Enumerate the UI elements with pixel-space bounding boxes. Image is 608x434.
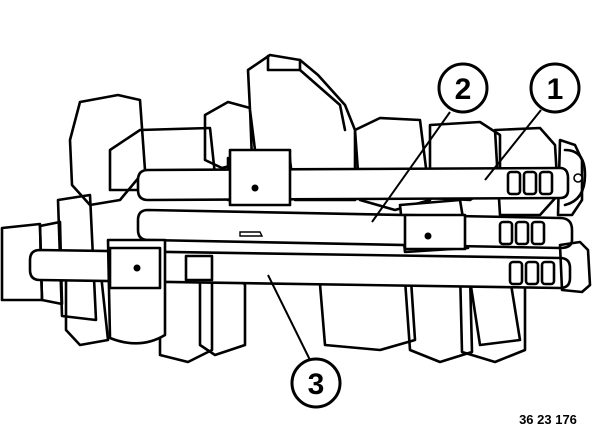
callout-2: 2 — [437, 62, 489, 114]
right-end-cap — [563, 148, 587, 207]
shift-rod-2 — [136, 208, 574, 251]
figure-code: 36 23 176 — [519, 412, 577, 427]
synchro-sleeve — [106, 238, 167, 345]
shift-rod-1 — [136, 166, 570, 202]
callout-2-label: 2 — [455, 73, 472, 106]
callout-1: 1 — [529, 62, 581, 114]
callout-3: 3 — [290, 357, 342, 409]
leader-lines — [267, 109, 542, 361]
callout-1-label: 1 — [547, 73, 564, 106]
callout-3-label: 3 — [308, 368, 325, 401]
